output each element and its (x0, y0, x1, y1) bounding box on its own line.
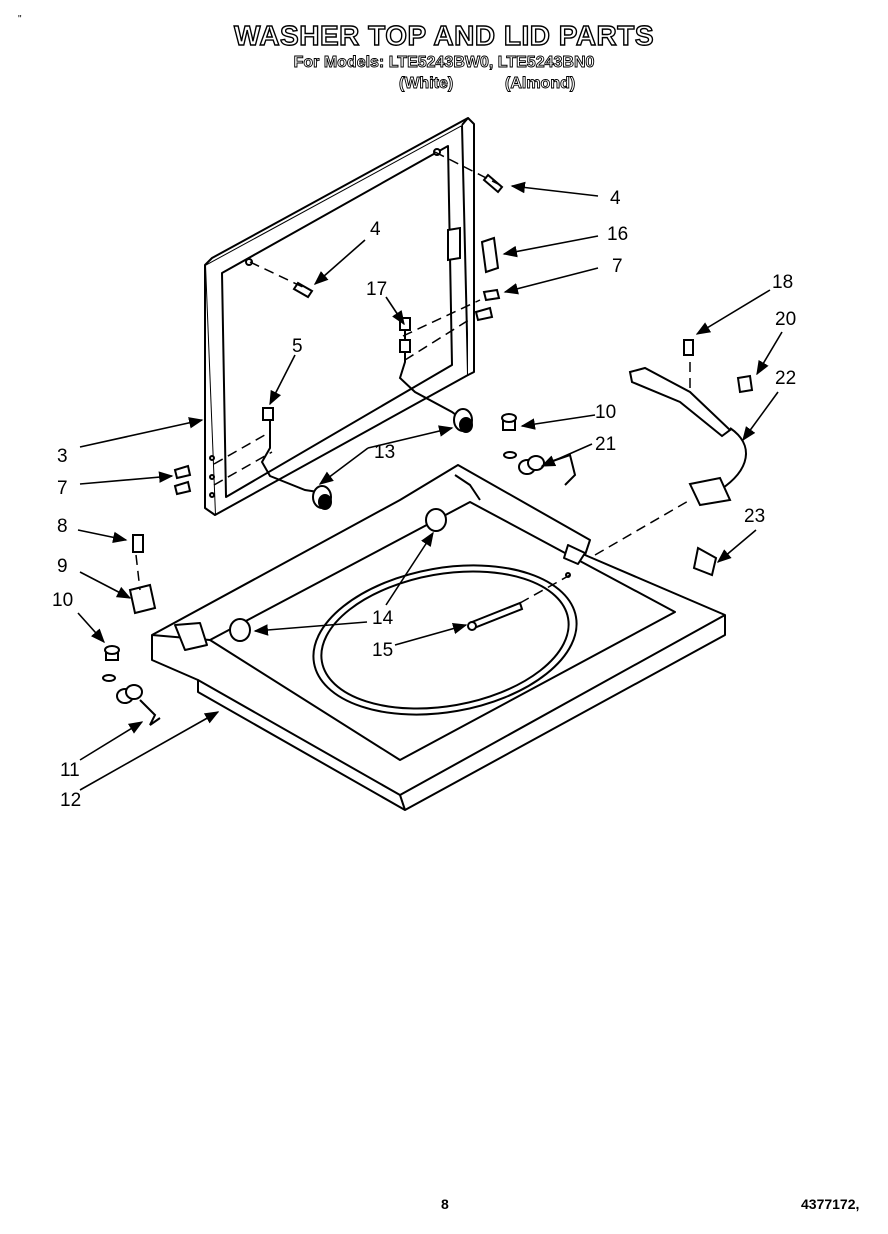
callout-20: 20 (775, 309, 796, 330)
callout-5: 5 (292, 336, 303, 357)
lid-hinge (447, 226, 500, 274)
finish-white-label: (White) (399, 75, 454, 93)
callout-16: 16 (607, 224, 628, 245)
callout-8: 8 (57, 516, 68, 537)
callout-13: 13 (374, 442, 395, 463)
callout-14: 14 (372, 608, 394, 629)
lid-screws (173, 173, 504, 496)
callout-4: 4 (610, 188, 621, 209)
model-numbers: For Models: LTE5243BW0, LTE5243BN0 (293, 54, 595, 72)
callout-12: 12 (60, 790, 81, 811)
diagram-header: WASHER TOP AND LID PARTS For Models: LTE… (0, 0, 888, 110)
callout-10: 10 (595, 402, 616, 423)
callout-numbers: 4 4 16 7 17 5 3 7 13 10 21 18 20 22 23 8… (52, 188, 796, 811)
callout-7: 7 (612, 256, 623, 277)
lid-wire-harness (260, 317, 461, 493)
washer-top-panel (151, 464, 726, 811)
callout-leaders (77, 181, 783, 791)
corner-mark: " (18, 14, 22, 25)
callout-9: 9 (57, 556, 68, 577)
callout-18: 18 (772, 272, 793, 293)
hinge-screw-and-clip (128, 534, 157, 615)
callout-17: 17 (366, 279, 387, 300)
strike-screw (467, 601, 524, 631)
page-title: WASHER TOP AND LID PARTS (233, 19, 655, 51)
lid-frame (204, 117, 475, 516)
lid-bumper (312, 408, 473, 510)
callout-23: 23 (744, 506, 765, 527)
assembly-dash-lines (135, 151, 691, 604)
callout-7: 7 (57, 478, 68, 499)
callout-10: 10 (52, 590, 73, 611)
document-number: 4377172, (801, 1196, 860, 1212)
callout-15: 15 (372, 640, 393, 661)
finish-almond-label: (Almond) (505, 75, 576, 93)
callout-11: 11 (60, 760, 80, 781)
callout-21: 21 (595, 434, 616, 455)
top-bumpers (229, 508, 447, 642)
callout-3: 3 (57, 446, 68, 467)
callout-22: 22 (775, 368, 796, 389)
callout-4: 4 (370, 219, 381, 240)
lid-switch-assembly (628, 339, 754, 577)
page-number: 8 (441, 1196, 449, 1212)
